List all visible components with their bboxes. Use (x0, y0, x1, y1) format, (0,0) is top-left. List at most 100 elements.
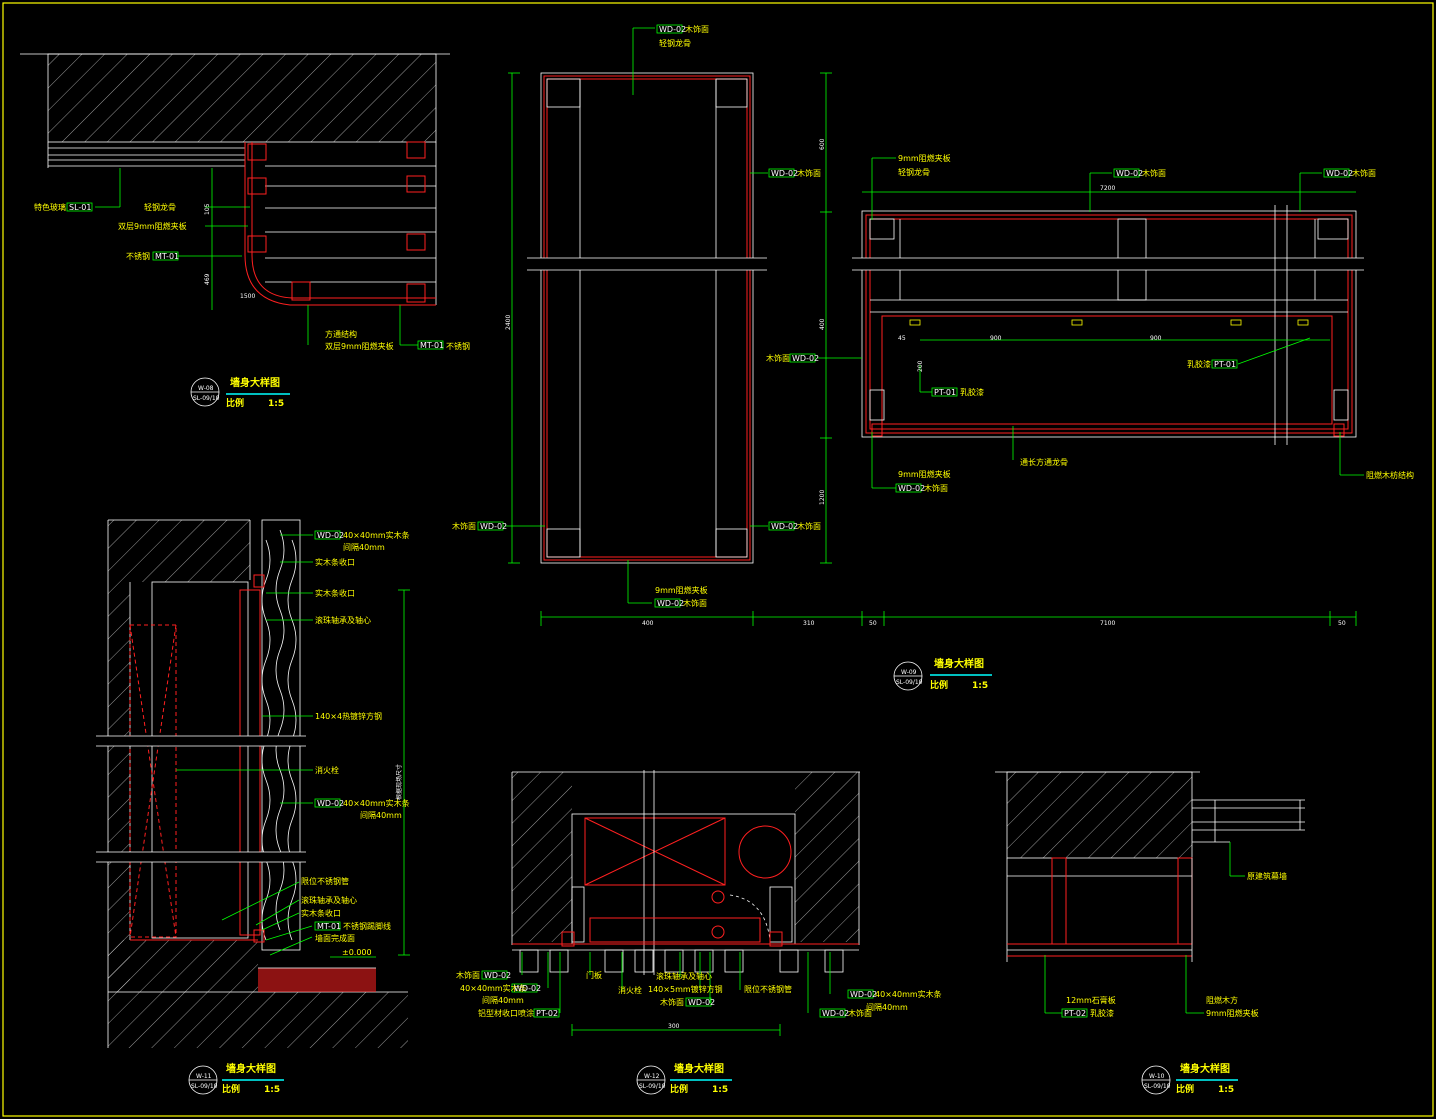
w12-label-4: 间隔40mm (482, 996, 524, 1005)
w09b-dim-4: 200 (917, 360, 924, 372)
w12-label-15: 40×40mm实木条 (875, 989, 942, 999)
w08-label-2: 轻钢龙骨 (144, 202, 176, 212)
w09-dim-left: 2400 (505, 315, 512, 330)
w10-label-1: 12mm石膏板 (1066, 995, 1116, 1005)
w09b-dim-0: 7200 (1100, 185, 1115, 192)
w11-title-block: W-11 SL-09/10 墙身大样图 比例 1:5 (188, 1062, 284, 1095)
w12-title: 墙身大样图 (674, 1062, 724, 1075)
w09b-label-3: 木饰面 (1142, 168, 1166, 178)
w09b-label-16: 阻燃木枋结构 (1366, 470, 1414, 480)
detail-w12: 木饰面 WD-02 40×40mm实木条 WD-02 间隔40mm 铝型材收口喷… (456, 770, 942, 1095)
detail-w09-elevation: WD-02 木饰面 轻钢龙骨 WD-02 木饰面 木饰面 WD-02 WD-02… (452, 24, 1357, 691)
steel-tube-column-left (247, 143, 311, 301)
w09-tag-bottom: SL-09/10 (896, 679, 923, 686)
w12-tag-top: W-12 (644, 1073, 660, 1080)
w12-scale-value: 1:5 (712, 1085, 728, 1095)
w08-label-3: 双层9mm阻燃夹板 (118, 221, 187, 231)
w09-bottom-2: 木饰面 (683, 598, 707, 608)
w11-label-13: 实木条收口 (301, 908, 341, 918)
w12-label-5: 铝型材收口喷涂 (478, 1008, 534, 1018)
w09-scale-label: 比例 (930, 679, 948, 691)
w11-label-17: ±0.000 (342, 948, 372, 957)
w09-right-1: 木饰面 (797, 168, 821, 178)
w11-label-8: WD-02 (317, 799, 344, 808)
w11-label-12: 滚珠轴承及轴心 (301, 895, 357, 905)
w11-label-3: 实木条收口 (315, 557, 355, 567)
w09b-label-8: PT-01 (934, 388, 956, 397)
w12-label-11: 木饰面 (660, 997, 684, 1007)
w09-bottom-0: 9mm阻燃夹板 (655, 585, 708, 595)
w11-label-16: 墙面完成面 (315, 933, 355, 943)
w09b-label-5: 木饰面 (1352, 168, 1376, 178)
w09b-label-14: 木饰面 (924, 483, 948, 493)
w09-bdim-4: 50 (1338, 620, 1346, 627)
w12-label-6: PT-02 (536, 1009, 558, 1018)
w11-label-4: 实木条收口 (315, 588, 355, 598)
w08-label-8: MT-01 (420, 341, 444, 350)
w09-title: 墙身大样图 (934, 657, 984, 670)
w11-label-9: 40×40mm实木条 (343, 798, 410, 808)
w11-label-0: WD-02 (317, 531, 344, 540)
w09-top-2: 轻钢龙骨 (659, 38, 691, 48)
w12-label-17: WD-02 (822, 1009, 849, 1018)
w12-label-13: 限位不锈钢管 (744, 984, 792, 994)
w11-label-2: 间隔40mm (343, 543, 385, 552)
detail-w10: 原建筑幕墙 12mm石膏板 PT-02 乳胶漆 阻燃木方 9mm阻燃夹板 W-1… (995, 771, 1305, 1095)
w08-label-0: 特色玻璃 (34, 202, 66, 212)
w12-dim: 300 (668, 1023, 680, 1030)
w09-right-0: WD-02 (771, 169, 798, 178)
w12-label-16: 间隔40mm (866, 1003, 908, 1012)
w08-scale-label: 比例 (226, 397, 244, 409)
w09b-label-7: WD-02 (792, 354, 819, 363)
w12-title-block: W-12 SL-09/10 墙身大样图 比例 1:5 (636, 1062, 732, 1095)
w09-scale-value: 1:5 (972, 681, 988, 691)
w11-tag-bottom: SL-09/10 (191, 1083, 218, 1090)
w09b-dim-2: 900 (990, 335, 1002, 342)
timber-slats (519, 949, 844, 973)
w09-bottom-1: WD-02 (657, 599, 684, 608)
w12-label-2: 40×40mm实木条 (460, 983, 527, 993)
w10-label-4: 阻燃木方 (1206, 995, 1238, 1005)
detail-w09-section: 9mm阻燃夹板 轻钢龙骨 WD-02 木饰面 WD-02 木饰面 木饰面 WD-… (766, 153, 1414, 493)
w09b-label-1: 轻钢龙骨 (898, 167, 930, 177)
w09b-dim-1: 45 (898, 335, 906, 342)
w09-dim-right-2: 1200 (819, 490, 826, 505)
w08-tag-top: W-08 (198, 385, 214, 392)
w12-label-3: WD-02 (514, 984, 541, 993)
w08-label-5: MT-01 (155, 252, 179, 261)
w12-label-9: 滚珠轴承及轴心 (656, 971, 712, 981)
w12-label-8: 消火栓 (618, 985, 642, 995)
w09-dim-right-1: 400 (819, 318, 826, 330)
w09-bdim-2: 50 (869, 620, 877, 627)
w09b-label-15: 通长方通龙骨 (1020, 457, 1068, 467)
w12-label-18: 木饰面 (848, 1008, 872, 1018)
w09b-label-12: 9mm阻燃夹板 (898, 469, 951, 479)
w09-bdim-3: 7100 (1100, 620, 1115, 627)
w08-tag-bottom: SL-09/10 (193, 395, 220, 402)
w08-label-9: 不锈钢 (446, 341, 470, 351)
w12-label-7: 门板 (586, 970, 602, 980)
w08-label-1: SL-01 (69, 203, 91, 212)
w12-label-10: 140×5mm镀锌方钢 (648, 984, 723, 994)
w09-left-1: WD-02 (480, 522, 507, 531)
w11-label-6: 140×4热镀锌方钢 (315, 711, 382, 721)
w10-label-0: 原建筑幕墙 (1247, 871, 1287, 881)
w11-tag-top: W-11 (196, 1073, 212, 1080)
w09b-label-2: WD-02 (1116, 169, 1143, 178)
w08-title: 墙身大样图 (230, 376, 280, 389)
w09b-label-0: 9mm阻燃夹板 (898, 153, 951, 163)
w09-bdim-1: 310 (803, 620, 815, 627)
w10-tag-bottom: SL-09/10 (1144, 1083, 1171, 1090)
w08-label-6: 方通结构 (325, 329, 357, 339)
w09-dim-right-0: 600 (819, 138, 826, 150)
w11-label-1: 40×40mm实木条 (343, 530, 410, 540)
w08-dim-2: 1500 (240, 293, 255, 300)
w09-tag-top: W-09 (901, 669, 917, 676)
w10-title-block: W-10 SL-09/10 墙身大样图 比例 1:5 (1141, 1062, 1238, 1095)
w11-label-10: 间隔40mm (360, 811, 402, 820)
w08-title-block: W-08 SL-09/10 墙身大样图 比例 1:5 (190, 376, 290, 409)
w10-label-2: PT-02 (1064, 1009, 1086, 1018)
w12-label-0: 木饰面 (456, 970, 480, 980)
